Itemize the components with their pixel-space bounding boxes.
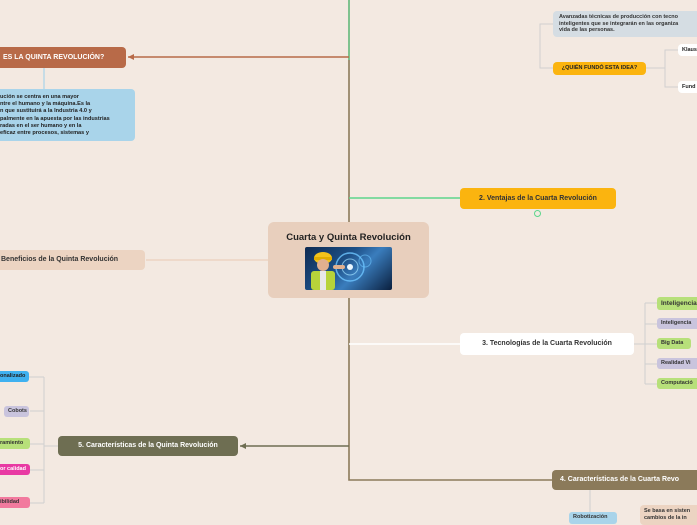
quinta-question-node[interactable]: ES LA QUINTA REVOLUCIÓN? [0, 47, 126, 68]
founder-question-node[interactable]: ¿QUIÉN FUNDÓ ESTA IDEA? [553, 62, 646, 75]
quinta-item-3[interactable]: ramiento [0, 438, 30, 449]
cuarta-note[interactable]: Se basa en sisten cambios de la in [640, 505, 697, 525]
technology-description-text: Avanzadas técnicas de producción con tec… [559, 14, 679, 33]
central-topic-title: Cuarta y Quinta Revolución [286, 232, 411, 243]
tech-item-3-label: Big Data [661, 340, 684, 346]
tech-item-5[interactable]: Computació [657, 378, 697, 389]
quinta-answer-text: ución se centra en una mayor ntre el hum… [0, 94, 110, 137]
ventajas-title: 2. Ventajas de la Cuarta Revolución [479, 195, 597, 202]
beneficios-node[interactable]: Beneficios de la Quinta Revolución [0, 250, 145, 270]
quinta-item-3-label: ramiento [0, 440, 24, 446]
tech-item-1[interactable]: Inteligencia [657, 297, 697, 310]
tech-item-4[interactable]: Realidad Vi [657, 358, 697, 369]
technology-description-note[interactable]: Avanzadas técnicas de producción con tec… [553, 11, 697, 37]
quinta-item-1-label: onalizado [0, 373, 26, 379]
founder-answer-2[interactable]: Fund [678, 81, 697, 93]
quinta-item-2[interactable]: Cobots [4, 406, 29, 417]
quinta-item-1[interactable]: onalizado [0, 371, 29, 382]
tech-item-2-label: Inteligencia [661, 320, 692, 326]
cuarta-item-robotizacion[interactable]: Robotización [569, 512, 617, 524]
central-topic[interactable]: Cuarta y Quinta Revolución [268, 222, 429, 298]
quinta-item-4-label: or calidad [0, 466, 26, 472]
quinta-answer-note[interactable]: ución se centra en una mayor ntre el hum… [0, 89, 135, 141]
quinta-item-2-label: Cobots [8, 408, 27, 414]
tecnologias-node[interactable]: 3. Tecnologías de la Cuarta Revolución [460, 333, 634, 355]
tecnologias-title: 3. Tecnologías de la Cuarta Revolución [482, 340, 612, 347]
circle-toggle-icon[interactable] [534, 210, 541, 217]
founder-answer-2-label: Fund [682, 84, 696, 90]
tech-item-4-label: Realidad Vi [661, 360, 691, 366]
industrial-worker-photo [305, 247, 392, 290]
founder-question-title: ¿QUIÉN FUNDÓ ESTA IDEA? [561, 65, 638, 71]
tech-item-1-label: Inteligencia [661, 300, 697, 307]
tech-item-2[interactable]: Inteligencia [657, 318, 697, 329]
founder-answer-1-label: Klaus [682, 47, 697, 53]
tech-item-5-label: Computació [661, 380, 693, 386]
caracteristicas-quinta-node[interactable]: 5. Características de la Quinta Revoluci… [58, 436, 238, 456]
beneficios-title: Beneficios de la Quinta Revolución [1, 256, 119, 263]
caracteristicas-quinta-title: 5. Características de la Quinta Revoluci… [78, 442, 218, 449]
ventajas-node[interactable]: 2. Ventajas de la Cuarta Revolución [460, 188, 616, 209]
cuarta-item-robotizacion-label: Robotización [573, 514, 608, 520]
caracteristicas-cuarta-node[interactable]: 4. Características de la Cuarta Revo [552, 470, 697, 490]
quinta-item-5[interactable]: ibilidad [0, 497, 30, 508]
tech-item-3[interactable]: Big Data [657, 338, 691, 349]
quinta-question-title: ES LA QUINTA REVOLUCIÓN? [3, 54, 105, 61]
cuarta-note-text: Se basa en sisten cambios de la in [644, 508, 691, 521]
caracteristicas-cuarta-title: 4. Características de la Cuarta Revo [560, 476, 680, 483]
founder-answer-1[interactable]: Klaus [678, 44, 697, 56]
quinta-item-4[interactable]: or calidad [0, 464, 30, 475]
quinta-item-5-label: ibilidad [0, 499, 20, 505]
